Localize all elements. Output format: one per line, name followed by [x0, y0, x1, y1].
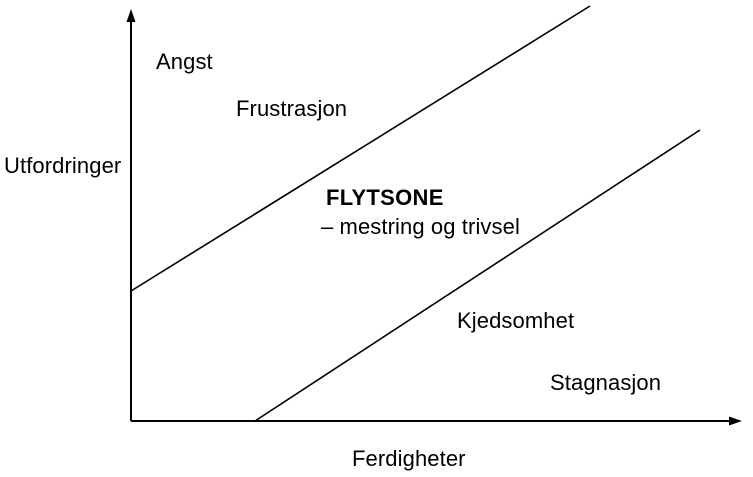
zone-label-frustrasjon: Frustrasjon: [236, 96, 348, 121]
zone-label-stagnasjon: Stagnasjon: [550, 370, 662, 395]
zone-label-flytsone: FLYTSONE: [326, 185, 444, 210]
x-axis-arrow-icon: [729, 416, 742, 426]
x-axis-label: Ferdigheter: [352, 446, 466, 471]
zone-label-kjedsomhet: Kjedsomhet: [457, 308, 575, 333]
lower-boundary-line: [254, 129, 701, 422]
y-axis-arrow-icon: [126, 9, 136, 22]
zone-label-flytsone-subtitle: – mestring og trivsel: [321, 214, 520, 239]
y-axis-label: Utfordringer: [4, 153, 122, 178]
zone-label-angst: Angst: [156, 49, 213, 74]
upper-boundary-line: [130, 5, 591, 292]
